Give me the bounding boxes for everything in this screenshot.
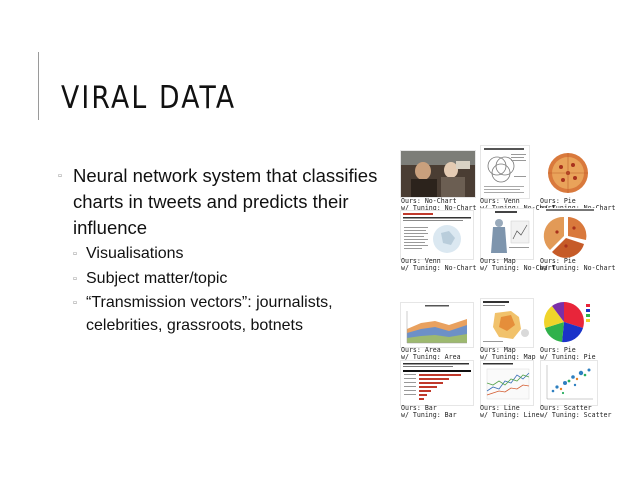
- infographic-icon: [403, 213, 471, 253]
- caption-truth: Ours: Venn: [401, 257, 441, 265]
- caption-tuning: w/ Tuning: Scatter: [540, 411, 612, 420]
- thumbnail-pizza: [545, 150, 591, 196]
- caption-truth: Ours: Bar: [401, 404, 437, 412]
- sub-bullet: ▫ “Transmission vectors”: journalists, c…: [58, 292, 378, 337]
- area-chart-icon: [406, 305, 467, 344]
- caption: Ours: Map w/ Tuning: No-Chart: [480, 257, 556, 273]
- caption: Ours: Venn w/ Tuning: No-Chart: [401, 257, 477, 273]
- bullet-marker-icon: ▫: [73, 248, 77, 260]
- caption: Ours: Map w/ Tuning: Map: [480, 346, 536, 362]
- caption-truth: Ours: Pie: [540, 346, 576, 354]
- thumbnail-infographic: [400, 210, 474, 260]
- caption: Ours: Area w/ Tuning: Area: [401, 346, 461, 362]
- caption: Ours: Pie w/ Tuning: No-Chart: [540, 257, 616, 273]
- caption-tuning: w/ Tuning: No-Chart: [480, 264, 556, 273]
- figure-map-icon: [491, 211, 530, 253]
- caption-tuning: w/ Tuning: No-Chart: [401, 204, 477, 213]
- caption-truth: Ours: Scatter: [540, 404, 592, 412]
- sub-bullet-text: Visualisations: [86, 245, 184, 262]
- caption-truth: Ours: Venn: [480, 197, 520, 205]
- caption: Ours: Bar w/ Tuning: Bar: [401, 404, 457, 420]
- sub-bullet: ▫ Subject matter/topic: [58, 268, 378, 291]
- caption-tuning: w/ Tuning: Bar: [401, 411, 457, 420]
- line-chart-icon: [483, 363, 530, 400]
- pie-icon: [543, 209, 594, 258]
- thumbnail-pie-chart: [540, 298, 596, 346]
- sub-bullet: ▫ Visualisations: [58, 243, 378, 266]
- caption-tuning: w/ Tuning: Map: [480, 353, 536, 362]
- caption-tuning: w/ Tuning: Area: [401, 353, 461, 362]
- caption-tuning: w/ Tuning: Pie: [540, 353, 596, 362]
- bullet-main-text: Neural network system that classifies ch…: [73, 165, 378, 238]
- caption-truth: Ours: Map: [480, 257, 516, 265]
- caption-tuning: w/ Tuning: No-Chart: [401, 264, 477, 273]
- caption-truth: Ours: Line: [480, 404, 520, 412]
- pie-chart-icon: [544, 302, 590, 343]
- map-icon: [483, 301, 529, 342]
- title-divider: [38, 52, 39, 120]
- thumbnail-pie-pizza: [540, 208, 600, 258]
- bullet-list: ▫ Neural network system that classifies …: [58, 163, 378, 337]
- caption: Ours: Line w/ Tuning: Line: [480, 404, 540, 420]
- caption-tuning: w/ Tuning: No-Chart: [540, 264, 616, 273]
- caption-truth: Ours: Pie: [540, 197, 576, 205]
- bullet-marker-icon: ▫: [58, 170, 62, 182]
- caption-tuning: w/ Tuning: Line: [480, 411, 540, 420]
- thumbnail-area-chart: [400, 302, 474, 348]
- venn-diagram-icon: [484, 148, 526, 193]
- photo-icon: [401, 151, 475, 197]
- bar-chart-icon: [403, 363, 471, 400]
- thumbnail-map-figure: [480, 208, 534, 260]
- caption: Ours: Scatter w/ Tuning: Scatter: [540, 404, 612, 420]
- bullet-main: ▫ Neural network system that classifies …: [58, 163, 378, 241]
- caption-truth: Ours: Pie: [540, 257, 576, 265]
- pizza-icon: [548, 153, 588, 193]
- bullet-marker-icon: ▫: [73, 272, 77, 285]
- sub-bullet-text: Subject matter/topic: [86, 269, 228, 287]
- caption-truth: Ours: Map: [480, 346, 516, 354]
- thumbnail-venn-text: [480, 145, 530, 199]
- slide-title: VIRAL DATA: [61, 80, 237, 116]
- scatter-chart-icon: [546, 365, 593, 400]
- thumbnail-line-chart: [480, 360, 534, 406]
- caption: Ours: No-Chart w/ Tuning: No-Chart: [401, 197, 477, 213]
- caption: Ours: Pie w/ Tuning: Pie: [540, 346, 596, 362]
- bullet-marker-icon: ▫: [73, 297, 77, 309]
- caption-truth: Ours: Area: [401, 346, 441, 354]
- thumbnail-map: [480, 298, 534, 348]
- caption-truth: Ours: No-Chart: [401, 197, 457, 205]
- thumbnail-scatter-chart: [540, 360, 598, 406]
- thumbnail-bar-chart: [400, 360, 474, 406]
- sub-bullet-text: “Transmission vectors”: journalists, cel…: [86, 294, 333, 334]
- thumbnail-photo: [400, 150, 476, 198]
